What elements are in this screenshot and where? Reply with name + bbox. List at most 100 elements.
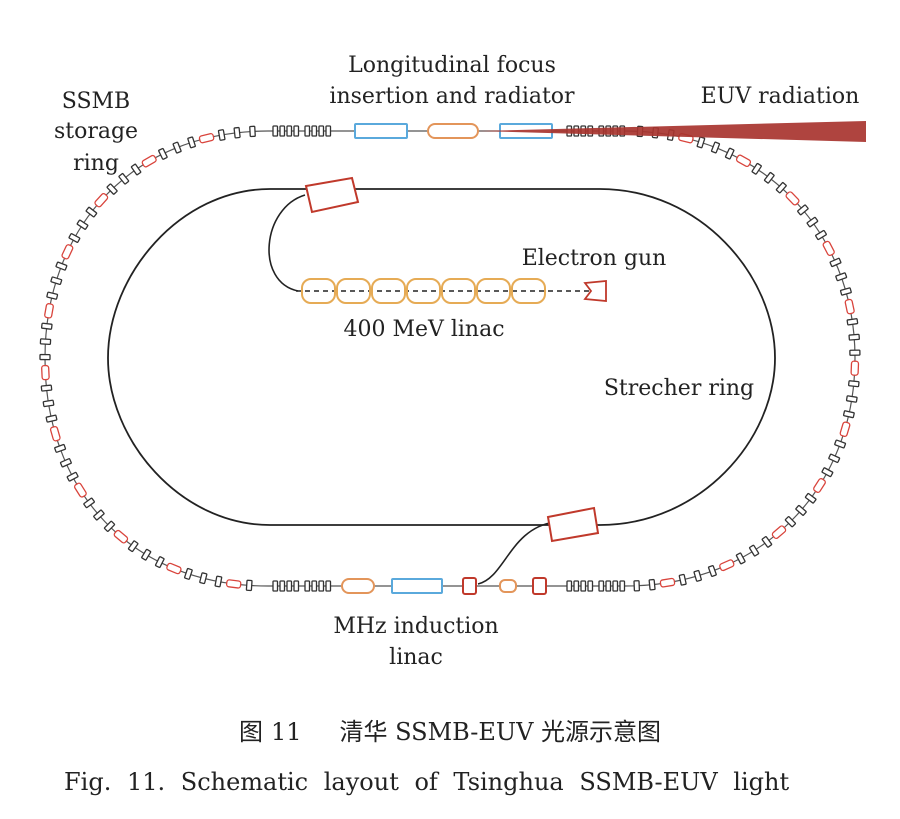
ring-quadrupole-magnet: [130, 163, 142, 176]
linac-accelerating-cell: [441, 278, 476, 304]
straight-quadrupole-magnet: [325, 580, 332, 592]
ring-quadrupole-magnet: [804, 492, 817, 504]
straight-quadrupole-magnet: [293, 580, 300, 592]
label-mhz-line1: MHz induction: [333, 614, 498, 639]
ring-quadrupole-magnet: [199, 572, 208, 585]
ring-dipole-magnet: [659, 577, 676, 588]
ring-quadrupole-magnet: [828, 453, 841, 464]
injection-transfer-line: [268, 194, 306, 292]
ring-quadrupole-magnet: [845, 395, 858, 403]
straight-quadrupole-magnet: [311, 580, 318, 592]
ring-quadrupole-magnet: [763, 171, 775, 184]
ring-quadrupole-magnet: [795, 504, 807, 516]
ring-dipole-magnet: [61, 244, 74, 260]
ring-quadrupole-magnet: [40, 384, 53, 392]
ring-dipole-magnet: [44, 303, 54, 319]
ring-quadrupole-magnet: [184, 567, 193, 580]
label-strecher-ring: Strecher ring: [604, 376, 754, 401]
ring-quadrupole-magnet: [154, 556, 165, 569]
ssmb-layout-diagram: SSMB storage ring Longitudinal focus ins…: [39, 53, 866, 670]
label-ssmb-line1: SSMB: [62, 89, 130, 114]
linac-accelerating-cell: [406, 278, 441, 304]
ring-dipole-magnet: [141, 154, 157, 168]
ring-quadrupole-magnet: [42, 399, 55, 408]
ring-quadrupole-magnet: [54, 443, 67, 453]
ring-dipole-magnet: [735, 154, 752, 168]
straight-quadrupole-magnet: [612, 580, 619, 592]
straight-quadrupole-magnet: [293, 125, 300, 137]
ring-dipole-magnet: [166, 562, 182, 575]
ring-quadrupole-magnet: [40, 322, 53, 330]
ring-quadrupole-magnet: [106, 183, 118, 195]
straight-quadrupole-magnet: [318, 125, 325, 137]
ring-quadrupole-magnet: [249, 125, 256, 138]
ring-quadrupole-magnet: [849, 349, 861, 356]
straight-quadrupole-magnet: [598, 580, 605, 592]
ring-quadrupole-magnet: [834, 439, 847, 449]
ring-dipole-magnet: [719, 559, 735, 572]
strecher-ring: [107, 188, 776, 526]
ring-lattice-elements: [39, 125, 861, 592]
ring-quadrupole-magnet: [66, 471, 79, 482]
straight-quadrupole-magnet: [311, 125, 318, 137]
ring-quadrupole-magnet: [784, 516, 797, 528]
ring-quadrupole-magnet: [55, 261, 68, 271]
straight-quadrupole-magnet: [573, 580, 580, 592]
ring-quadrupole-magnet: [797, 204, 809, 216]
label-electron-gun: Electron gun: [522, 246, 667, 271]
ring-quadrupole-magnet: [158, 147, 168, 160]
storage-ring-beamline: [44, 130, 856, 587]
ring-quadrupole-magnet: [83, 497, 95, 509]
ring-quadrupole-magnet: [696, 136, 706, 149]
extraction-septum-magnet: [546, 506, 600, 543]
caption-cn-prefix: 图: [238, 718, 263, 746]
linac-accelerating-cell: [371, 278, 406, 304]
ring-quadrupole-magnet: [217, 129, 226, 141]
straight-quadrupole-magnet: [286, 125, 293, 137]
label-focus-line2: insertion and radiator: [329, 84, 575, 109]
ring-quadrupole-magnet: [761, 536, 773, 548]
label-euv-radiation: EUV radiation: [701, 84, 860, 109]
label-ssmb-line2: storage: [54, 119, 138, 144]
linac-accelerating-cell: [336, 278, 371, 304]
cavity-top: [427, 123, 479, 139]
ring-quadrupole-magnet: [839, 287, 852, 296]
kicker-magnet-a: [462, 577, 477, 595]
straight-quadrupole-magnet: [272, 125, 279, 137]
ring-quadrupole-magnet: [187, 136, 196, 149]
ring-quadrupole-magnet: [846, 318, 859, 326]
linac-accelerating-cell: [511, 278, 546, 304]
label-linac: 400 MeV linac: [343, 317, 504, 342]
straight-quadrupole-magnet: [279, 125, 286, 137]
ssmb-storage-ring: [39, 125, 861, 592]
ring-quadrupole-magnet: [141, 548, 152, 561]
induction-module: [391, 578, 443, 594]
ring-quadrupole-magnet: [751, 162, 762, 175]
caption-cn-title: 清华 SSMB-EUV 光源示意图: [339, 718, 662, 746]
ring-quadrupole-magnet: [45, 414, 58, 423]
ring-dipole-magnet: [785, 191, 800, 206]
ring-quadrupole-magnet: [50, 276, 63, 286]
euv-radiation-beam: [478, 121, 866, 142]
ring-quadrupole-magnet: [46, 291, 59, 300]
mhz-induction-linac: [341, 577, 547, 595]
extraction-transfer-line: [477, 521, 556, 585]
linac-400mev: [296, 278, 607, 304]
ring-dipole-magnet: [49, 425, 61, 442]
ring-dipole-magnet: [198, 133, 215, 144]
ring-quadrupole-magnet: [775, 181, 787, 194]
ring-dipole-magnet: [844, 298, 855, 315]
ring-quadrupole-magnet: [835, 272, 848, 282]
figure-caption-english: Fig. 11. Schematic layout of Tsinghua SS…: [64, 768, 790, 796]
label-focus-line1: Longitudinal focus: [348, 53, 556, 78]
straight-quadrupole-magnet: [605, 580, 612, 592]
electron-gun-icon: [583, 280, 607, 302]
ring-quadrupole-magnet: [693, 569, 702, 582]
ring-dipole-magnet: [813, 478, 826, 493]
straight-quadrupole-magnet: [566, 580, 573, 592]
small-cavity: [499, 579, 517, 593]
injection-septum-magnet: [304, 176, 360, 214]
ring-dipole-magnet: [822, 240, 835, 257]
linac-accelerating-cell: [301, 278, 336, 304]
